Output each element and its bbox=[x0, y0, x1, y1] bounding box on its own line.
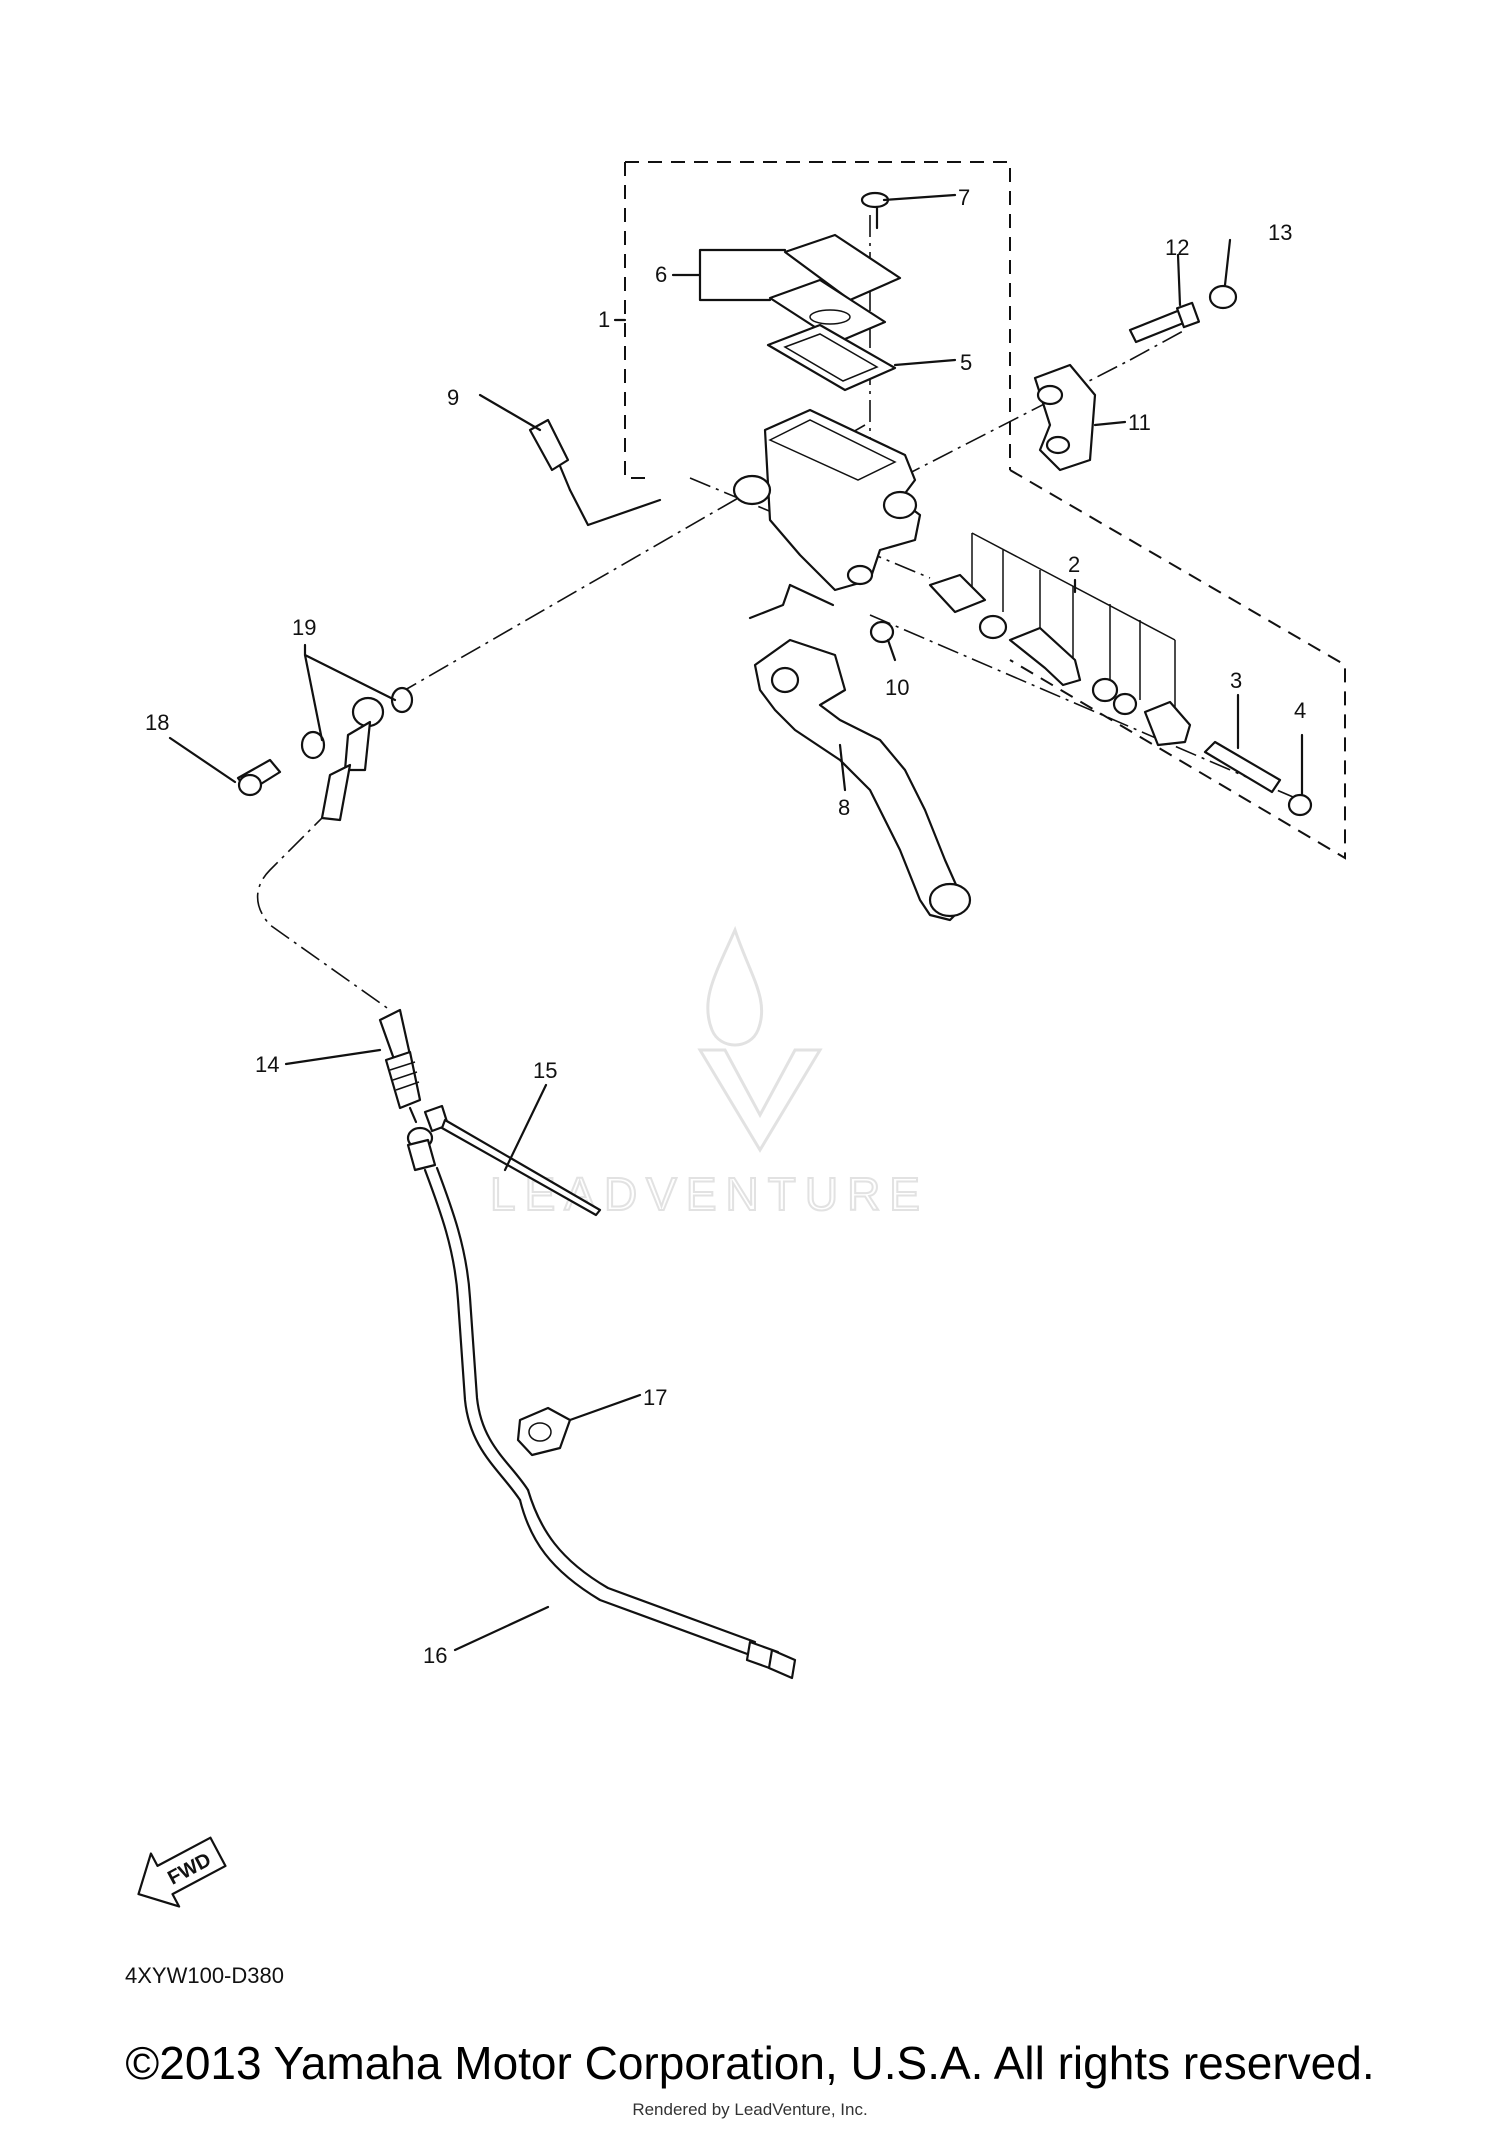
callout-12: 12 bbox=[1165, 235, 1189, 260]
part-8-lever bbox=[748, 583, 972, 922]
watermark-text: LEADVENTURE bbox=[490, 1168, 929, 1220]
callout-1: 1 bbox=[598, 307, 610, 332]
part-10-nut bbox=[869, 620, 895, 644]
assembly-boundary-lines bbox=[624, 161, 1346, 860]
hose-upper-fitting bbox=[320, 696, 385, 822]
callout-7: 7 bbox=[958, 185, 970, 210]
part-5-gasket bbox=[766, 323, 897, 392]
callout-9: 9 bbox=[447, 385, 459, 410]
master-cylinder-body bbox=[732, 408, 922, 592]
callout-8: 8 bbox=[838, 795, 850, 820]
copyright-notice: ©2013 Yamaha Motor Corporation, U.S.A. A… bbox=[125, 2037, 1375, 2089]
part-6-cap bbox=[768, 233, 902, 344]
callout-6: 6 bbox=[655, 262, 667, 287]
callout-3: 3 bbox=[1230, 668, 1242, 693]
callout-5: 5 bbox=[960, 350, 972, 375]
part-12-bolt bbox=[1128, 301, 1201, 344]
callout-18: 18 bbox=[145, 710, 169, 735]
callout-4: 4 bbox=[1294, 698, 1306, 723]
callout-17: 17 bbox=[643, 1385, 667, 1410]
part-14-hose-connector bbox=[378, 1008, 422, 1124]
part-16-pipe bbox=[406, 1126, 797, 1680]
callout-14: 14 bbox=[255, 1052, 279, 1077]
callout-labels: 1 2 3 4 5 6 7 8 9 10 11 12 13 14 15 16 1… bbox=[145, 185, 1306, 1668]
callout-15: 15 bbox=[533, 1058, 557, 1083]
callout-16: 16 bbox=[423, 1643, 447, 1668]
part-15-cable-tie bbox=[423, 1104, 602, 1217]
part-11-holder bbox=[1033, 363, 1097, 472]
part-3-pushrod bbox=[1203, 740, 1282, 794]
part-19-washers bbox=[300, 686, 414, 760]
part-2-piston-kit bbox=[928, 532, 1192, 747]
part-13-nut bbox=[1208, 284, 1238, 310]
drawing-code: 4XYW100-D380 bbox=[125, 1963, 284, 1988]
part-4-boot bbox=[1287, 793, 1313, 817]
part-18-union-bolt bbox=[236, 758, 282, 797]
callout-19: 19 bbox=[292, 615, 316, 640]
leader-lines bbox=[168, 193, 1304, 1652]
part-17-clamp bbox=[516, 1406, 572, 1457]
callout-2: 2 bbox=[1068, 552, 1080, 577]
part-7-screw bbox=[860, 191, 890, 230]
part-9-banjo-bolt bbox=[528, 418, 662, 527]
rendered-by-credit: Rendered by LeadVenture, Inc. bbox=[632, 2100, 868, 2119]
callout-10: 10 bbox=[885, 675, 909, 700]
callout-11: 11 bbox=[1128, 410, 1151, 435]
fwd-arrow-icon: FWD bbox=[137, 1836, 227, 1908]
callout-13: 13 bbox=[1268, 220, 1292, 245]
